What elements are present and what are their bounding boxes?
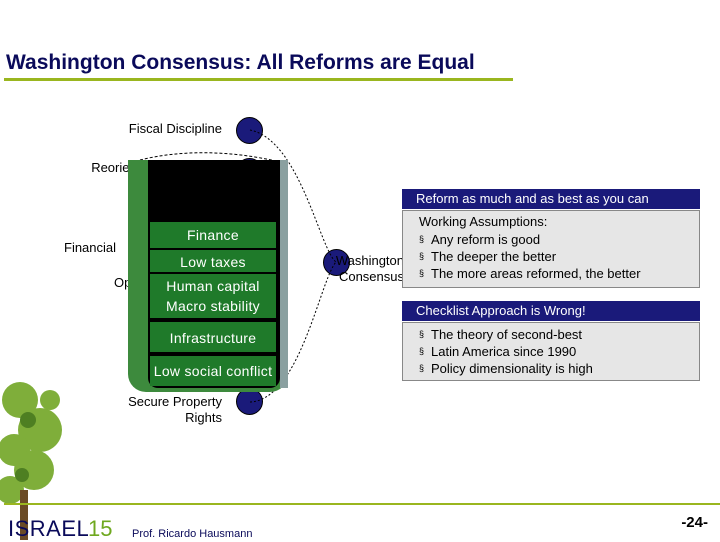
- label-property-2: Rights: [185, 410, 222, 425]
- label-financial: Financial: [64, 240, 117, 255]
- panel1-heading: Reform as much and as best as you can: [402, 189, 700, 209]
- title-underline: [4, 78, 513, 81]
- bucket-segment-low-social-conflict: Low social conflict: [150, 356, 276, 386]
- footer-rule: [4, 503, 720, 505]
- bucket-segment-infrastructure: Infrastructure: [150, 322, 276, 352]
- bucket-segment-finance: Finance: [150, 222, 276, 248]
- panel1-lead: Working Assumptions:: [419, 214, 548, 229]
- bullet-icon: §: [419, 251, 425, 261]
- bullet-icon: §: [419, 346, 425, 356]
- label-property-1: Secure Property: [128, 394, 222, 409]
- page-title: Washington Consensus: All Reforms are Eq…: [6, 51, 475, 74]
- bucket-segment-human-capital: Human capital: [150, 274, 276, 296]
- node-fiscal-discipline: [236, 117, 263, 144]
- panel2-item: §The theory of second-best: [403, 326, 699, 343]
- bullet-icon: §: [419, 329, 425, 339]
- panel2-item: §Policy dimensionality is high: [403, 360, 699, 377]
- page-number: -24-: [681, 514, 708, 531]
- tree-decoration: [0, 382, 62, 540]
- bucket-rim-right: [280, 160, 288, 388]
- panel1-item: §The more areas reformed, the better: [403, 265, 699, 282]
- panel2-body: §The theory of second-best §Latin Americ…: [402, 322, 700, 381]
- bullet-icon: §: [419, 234, 425, 244]
- footer-presenter: Prof. Ricardo Hausmann: [132, 528, 253, 540]
- bucket-segment-low-taxes: Low taxes: [150, 250, 276, 272]
- label-fiscal-discipline: Fiscal Discipline: [128, 121, 222, 136]
- footer-israel: ISRAEL: [8, 516, 90, 541]
- bullet-icon: §: [419, 363, 425, 373]
- bucket-segment-macro-stability: Macro stability: [150, 296, 276, 318]
- washington-label-2: Consensus: [338, 269, 404, 284]
- panel2-item: §Latin America since 1990: [403, 343, 699, 360]
- footer-israel-number: 15: [88, 516, 113, 541]
- panel1-item: §The deeper the better: [403, 248, 699, 265]
- panel2-heading: Checklist Approach is Wrong!: [402, 301, 700, 321]
- node-washington-consensus: [323, 249, 350, 276]
- label-op: Op: [114, 275, 132, 290]
- panel1-body: Working Assumptions: §Any reform is good…: [402, 210, 700, 288]
- panel1-item: §Any reform is good: [403, 231, 699, 248]
- washington-label-1: Washington: [335, 253, 404, 268]
- bullet-icon: §: [419, 268, 425, 278]
